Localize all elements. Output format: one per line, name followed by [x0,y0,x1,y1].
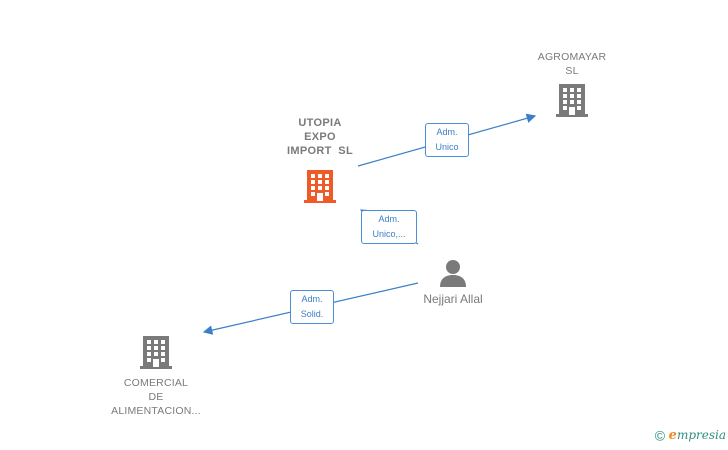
node-comercial-name-line1: COMERCIAL [123,377,189,389]
node-nejjari-name: Nejjari Allal [423,292,483,306]
edge-label-utopia-agromayar[interactable]: Adm. Unico [425,123,469,157]
empresia-logo: © empresia [655,427,726,444]
edge-label-line1: Adm. [378,214,400,224]
edge-label-line2: Unico [435,142,459,152]
node-utopia[interactable]: UTOPIA EXPO IMPORT SL [270,116,370,204]
node-agromayar-name-line1: AGROMAYAR [537,51,607,63]
copyright-symbol: © [654,428,666,444]
node-comercial-name-line2: DE [148,391,164,403]
person-icon [440,260,466,287]
building-icon [304,170,336,203]
edge-label-line2: Unico,... [372,229,406,239]
building-icon [556,84,588,117]
edge-label-line1: Adm. [301,294,323,304]
building-icon [140,336,172,369]
logo-letter-e: e [668,428,677,444]
node-agromayar-name-line2: SL [565,65,579,77]
node-comercial[interactable]: COMERCIAL DE ALIMENTACION... [96,334,216,418]
edge-label-nejjari-utopia[interactable]: Adm. Unico,... [361,210,417,244]
node-nejjari[interactable]: Nejjari Allal [405,258,501,306]
node-utopia-name-line1: UTOPIA [298,117,342,129]
node-utopia-name-line2: EXPO [304,131,336,143]
edge-label-line2: Solid. [300,309,324,319]
edge-label-nejjari-comercial[interactable]: Adm. Solid. [290,290,334,324]
edge-label-line1: Adm. [436,127,458,137]
node-utopia-name-line3: IMPORT SL [287,145,353,157]
node-comercial-name-line3: ALIMENTACION... [111,405,201,417]
logo-wordmark: mpresia [676,428,726,443]
node-agromayar[interactable]: AGROMAYAR SL [522,50,622,118]
